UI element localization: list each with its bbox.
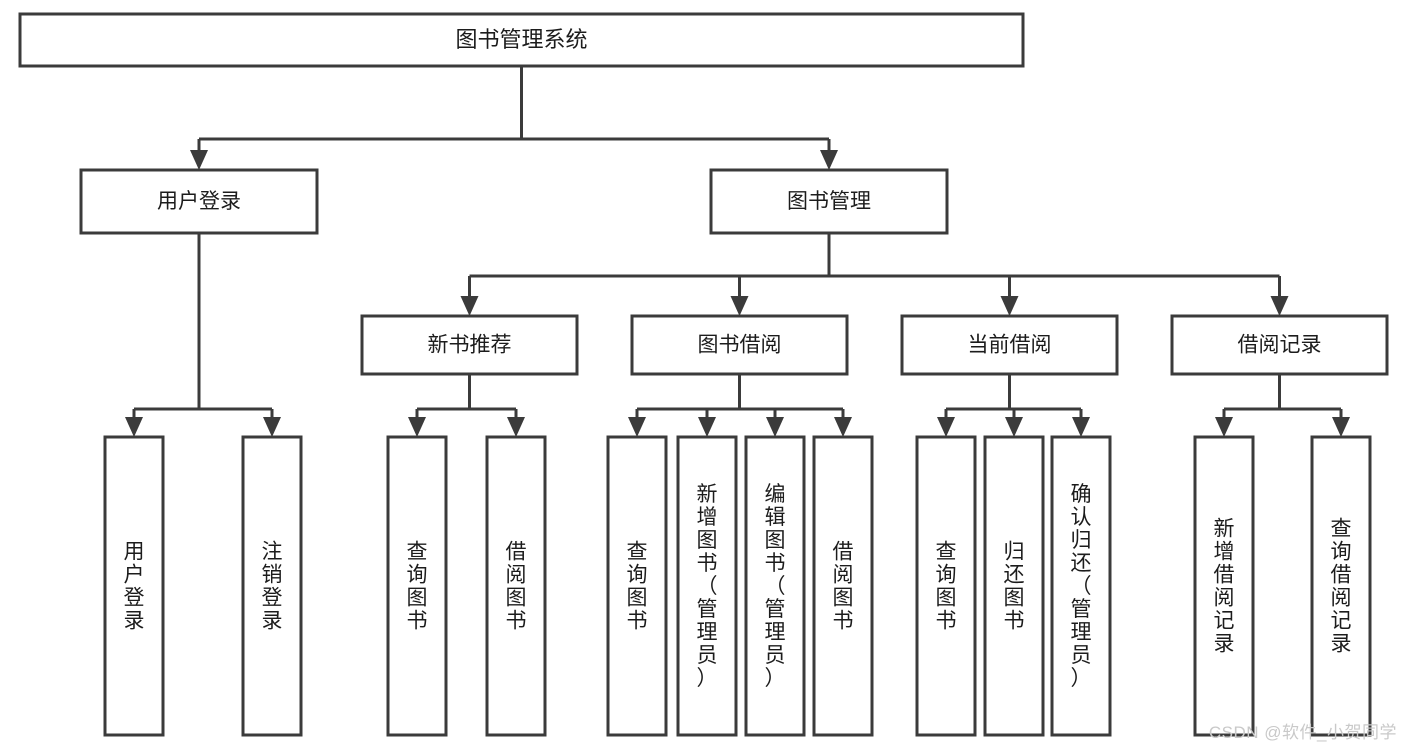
node-box-leaf-edit-book xyxy=(744,435,806,737)
node-box-borrow-record xyxy=(1170,314,1389,376)
node-box-leaf-logout xyxy=(241,435,303,737)
node-label-leaf-query-record: 查询借阅记录 xyxy=(1331,517,1352,655)
leaf-user-login-arrow xyxy=(263,417,281,437)
node-box-leaf-query-book-cur xyxy=(915,435,977,737)
node-label-leaf-query-book-borrow: 查询图书 xyxy=(627,540,648,632)
node-box-root xyxy=(18,12,1025,68)
node-borrow-record[interactable]: 借阅记录 xyxy=(1170,314,1389,376)
node-label-book-manage: 图书管理 xyxy=(787,190,871,213)
leaf-book-borrow-arrow xyxy=(698,417,716,437)
node-label-book-borrow: 图书借阅 xyxy=(698,334,782,357)
node-box-new-book-rec xyxy=(360,314,579,376)
node-leaf-logout[interactable]: 注销登录 xyxy=(241,435,303,737)
level2-arrow xyxy=(730,296,749,316)
leaf-current-borrow-arrow xyxy=(1072,417,1090,437)
node-leaf-return-book[interactable]: 归还图书 xyxy=(983,435,1045,737)
level2-arrow xyxy=(1270,296,1289,316)
root-arrow xyxy=(190,150,208,170)
node-label-user-login: 用户登录 xyxy=(157,190,241,213)
leaf-new-book-rec-arrow xyxy=(408,417,426,437)
node-box-leaf-borrow-book-rec xyxy=(485,435,547,737)
node-box-leaf-query-record xyxy=(1310,435,1372,737)
node-label-leaf-add-book: 新增图书（管理员） xyxy=(697,483,718,690)
node-book-manage[interactable]: 图书管理 xyxy=(709,168,949,235)
node-label-leaf-query-book-cur: 查询图书 xyxy=(936,540,957,632)
node-box-leaf-add-record xyxy=(1193,435,1255,737)
node-leaf-query-book-borrow[interactable]: 查询图书 xyxy=(606,435,668,737)
level2-arrow xyxy=(460,296,479,316)
leaf-current-borrow-arrow xyxy=(1005,417,1023,437)
node-label-leaf-add-record: 新增借阅记录 xyxy=(1214,517,1235,655)
node-label-leaf-borrow-book: 借阅图书 xyxy=(833,540,854,632)
leaf-new-book-rec-arrow xyxy=(507,417,525,437)
node-label-root: 图书管理系统 xyxy=(455,27,587,52)
node-box-book-manage xyxy=(709,168,949,235)
node-leaf-borrow-book[interactable]: 借阅图书 xyxy=(812,435,874,737)
node-user-login[interactable]: 用户登录 xyxy=(79,168,319,235)
node-leaf-add-book[interactable]: 新增图书（管理员） xyxy=(676,435,738,737)
node-leaf-query-record[interactable]: 查询借阅记录 xyxy=(1310,435,1372,737)
node-label-leaf-logout: 注销登录 xyxy=(262,540,283,632)
node-book-borrow[interactable]: 图书借阅 xyxy=(630,314,849,376)
leaf-borrow-record-arrow xyxy=(1215,417,1233,437)
leaf-user-login-arrow xyxy=(125,417,143,437)
node-leaf-add-record[interactable]: 新增借阅记录 xyxy=(1193,435,1255,737)
leaf-current-borrow-arrow xyxy=(937,417,955,437)
node-label-leaf-edit-book: 编辑图书（管理员） xyxy=(765,483,786,690)
node-box-leaf-borrow-book xyxy=(812,435,874,737)
node-new-book-rec[interactable]: 新书推荐 xyxy=(360,314,579,376)
node-leaf-query-book-cur[interactable]: 查询图书 xyxy=(915,435,977,737)
connector-layer xyxy=(125,66,1350,437)
node-box-user-login xyxy=(79,168,319,235)
root-arrow xyxy=(820,150,838,170)
node-label-leaf-confirm-return: 确认归还（管理员） xyxy=(1071,483,1092,690)
leaf-book-borrow-arrow xyxy=(834,417,852,437)
leaf-book-borrow-arrow xyxy=(766,417,784,437)
node-current-borrow[interactable]: 当前借阅 xyxy=(900,314,1119,376)
node-label-new-book-rec: 新书推荐 xyxy=(428,334,512,357)
node-leaf-borrow-book-rec[interactable]: 借阅图书 xyxy=(485,435,547,737)
node-box-leaf-confirm-return xyxy=(1050,435,1112,737)
node-root[interactable]: 图书管理系统 xyxy=(18,12,1025,68)
node-layer: 图书管理系统用户登录图书管理新书推荐图书借阅当前借阅借阅记录用户登录注销登录查询… xyxy=(18,12,1389,737)
node-leaf-confirm-return[interactable]: 确认归还（管理员） xyxy=(1050,435,1112,737)
node-label-leaf-borrow-book-rec: 借阅图书 xyxy=(506,540,527,632)
node-box-leaf-query-book-borrow xyxy=(606,435,668,737)
node-box-current-borrow xyxy=(900,314,1119,376)
node-box-leaf-query-book-rec xyxy=(386,435,448,737)
leaf-borrow-record-arrow xyxy=(1332,417,1350,437)
node-leaf-user-login[interactable]: 用户登录 xyxy=(103,435,165,737)
node-label-leaf-query-book-rec: 查询图书 xyxy=(407,540,428,632)
node-label-leaf-return-book: 归还图书 xyxy=(1004,540,1025,632)
node-label-current-borrow: 当前借阅 xyxy=(968,334,1052,357)
node-box-leaf-user-login xyxy=(103,435,165,737)
node-box-leaf-add-book xyxy=(676,435,738,737)
node-box-book-borrow xyxy=(630,314,849,376)
node-label-leaf-user-login: 用户登录 xyxy=(124,540,145,632)
node-leaf-edit-book[interactable]: 编辑图书（管理员） xyxy=(744,435,806,737)
leaf-book-borrow-arrow xyxy=(628,417,646,437)
node-label-borrow-record: 借阅记录 xyxy=(1238,334,1322,357)
node-box-leaf-return-book xyxy=(983,435,1045,737)
level2-arrow xyxy=(1000,296,1019,316)
node-leaf-query-book-rec[interactable]: 查询图书 xyxy=(386,435,448,737)
